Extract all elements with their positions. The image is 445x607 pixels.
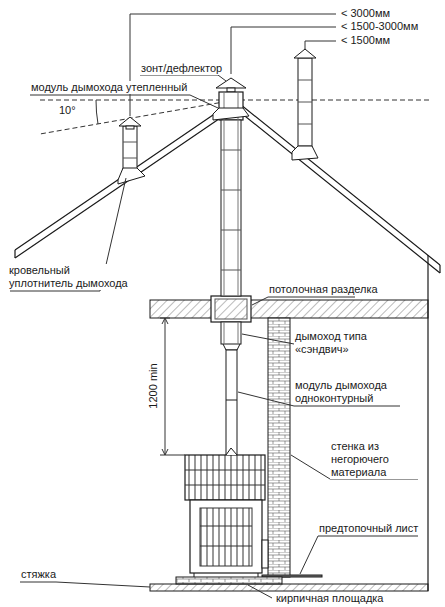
part-label: предтопочный лист (318, 522, 419, 535)
left-chimney (118, 117, 145, 184)
clearance-dimension (160, 318, 185, 455)
ceiling-pass-through (211, 296, 251, 322)
ceiling-slab (150, 300, 428, 318)
part-label: кровельный уплотнитель дымохода (8, 264, 135, 290)
part-label: стенка из негорючего материала (330, 440, 424, 479)
stove (185, 448, 268, 577)
dimension-label: < 3000мм (340, 7, 391, 20)
right-chimney (292, 49, 318, 160)
part-label: модуль дымохода одноконтурный (294, 379, 416, 405)
central-chimney (213, 78, 249, 455)
brick-platform (176, 577, 282, 584)
dimension-label: < 1500-3000мм (340, 20, 419, 33)
part-label: модуль дымохода утепленный (30, 81, 188, 94)
part-label: потолочная разделка (268, 283, 379, 296)
pass-through-filling (215, 299, 247, 319)
dimension-label: < 1500мм (340, 34, 391, 47)
screed (150, 584, 428, 591)
part-label: кирпичная площадка (275, 592, 385, 605)
angle-arc (96, 100, 98, 124)
non-combustible-wall (268, 318, 290, 577)
dimension-label: 1200 min (147, 362, 160, 409)
part-label: дымоход типа «сэндвич» (294, 330, 424, 356)
part-label: стяжка (20, 568, 57, 581)
angle-label: 10° (58, 104, 77, 117)
part-label: зонт/дефлектор (140, 62, 223, 75)
